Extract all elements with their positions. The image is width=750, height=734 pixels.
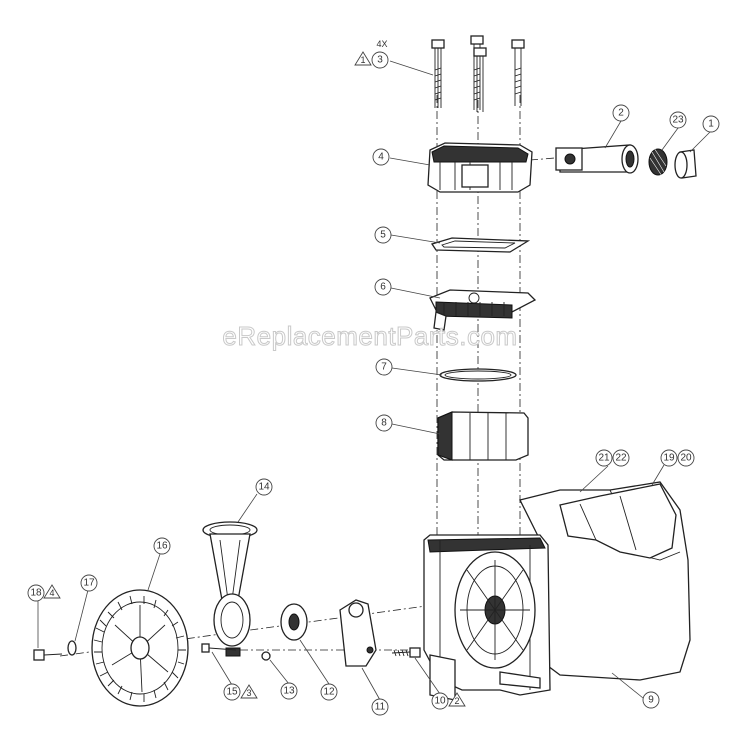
callout-13: 13 (280, 682, 298, 700)
callout-8: 8 (375, 414, 393, 432)
part-17-washer (67, 640, 77, 656)
note-4-triangle: 4 (43, 584, 61, 599)
callout-9: 9 (642, 691, 660, 709)
part-18-fan-bolt (33, 649, 63, 661)
svg-text:9: 9 (648, 695, 654, 706)
bolt (473, 47, 487, 112)
svg-text:3: 3 (246, 688, 251, 698)
part-10-crankcase-bolt (391, 647, 421, 658)
part-1-filter-cap (674, 149, 697, 179)
callout-16: 16 (153, 537, 171, 555)
svg-text:13: 13 (283, 686, 295, 697)
bolt (431, 39, 445, 108)
svg-text:23: 23 (672, 115, 684, 126)
callout-10: 10 (431, 692, 449, 710)
part-11-counterweight (339, 599, 377, 667)
callout-17: 17 (80, 574, 98, 592)
svg-text:10: 10 (434, 696, 446, 707)
svg-text:18: 18 (30, 588, 42, 599)
part-2-intake-tube (555, 144, 639, 174)
svg-text:22: 22 (615, 453, 627, 464)
callout-5: 5 (374, 226, 392, 244)
part-23-filter-element (648, 147, 668, 177)
part-4-cylinder-head (427, 142, 533, 193)
svg-text:7: 7 (381, 362, 387, 373)
callout-12: 12 (320, 683, 338, 701)
part-12-eccentric-bearing (280, 603, 308, 641)
svg-text:16: 16 (156, 541, 168, 552)
callout-21: 21 (595, 449, 613, 467)
svg-text:4: 4 (49, 588, 54, 598)
watermark-text: eReplacementParts.com (222, 321, 517, 351)
svg-text:8: 8 (381, 418, 387, 429)
part-8-cylinder-sleeve (437, 411, 529, 461)
callout-4: 4 (372, 148, 390, 166)
bolt (511, 39, 525, 106)
svg-text:14: 14 (258, 482, 270, 493)
callout-2: 2 (612, 104, 630, 122)
svg-text:2: 2 (618, 108, 624, 119)
callout-3-label: 3 (377, 55, 383, 66)
callout-23: 23 (669, 111, 687, 129)
part-9-motor-crankcase (423, 481, 691, 701)
part-14-connecting-rod (202, 521, 258, 657)
callout-20: 20 (677, 449, 695, 467)
svg-text:6: 6 (380, 282, 386, 293)
note-1-triangle: 1 (354, 51, 372, 66)
part-5-head-gasket (430, 237, 531, 253)
svg-text:5: 5 (380, 230, 386, 241)
part-3-head-bolts (431, 35, 525, 112)
callout-19: 19 (660, 449, 678, 467)
svg-text:19: 19 (663, 453, 675, 464)
part-15-screw (201, 643, 237, 653)
svg-text:2: 2 (454, 696, 459, 706)
callout-22: 22 (612, 449, 630, 467)
callout-7: 7 (375, 358, 393, 376)
callout-1: 1 (702, 115, 720, 133)
svg-text:20: 20 (680, 453, 692, 464)
callout-11: 11 (371, 698, 389, 716)
svg-text:21: 21 (598, 453, 610, 464)
callout-15: 15 (223, 683, 241, 701)
svg-text:12: 12 (323, 687, 335, 698)
part-7-o-ring (439, 368, 517, 382)
svg-text:15: 15 (226, 687, 238, 698)
svg-text:11: 11 (375, 702, 386, 713)
note-3-triangle: 3 (240, 684, 258, 699)
part-6-valve-plate (429, 289, 537, 331)
note-1-label: 1 (360, 55, 365, 65)
svg-text:4: 4 (378, 152, 384, 163)
callout-18: 18 (27, 584, 45, 602)
part-13-nut (261, 651, 271, 661)
leader-lines (37, 60, 712, 701)
callout-14: 14 (255, 478, 273, 496)
quantity-note: 4X (376, 39, 387, 49)
part-16-cooling-fan (91, 589, 189, 707)
callout-6: 6 (374, 278, 392, 296)
callout-3: 3 4X (371, 39, 389, 69)
note-2-triangle: 2 (448, 692, 466, 707)
svg-text:17: 17 (83, 578, 95, 589)
svg-text:1: 1 (708, 119, 714, 130)
